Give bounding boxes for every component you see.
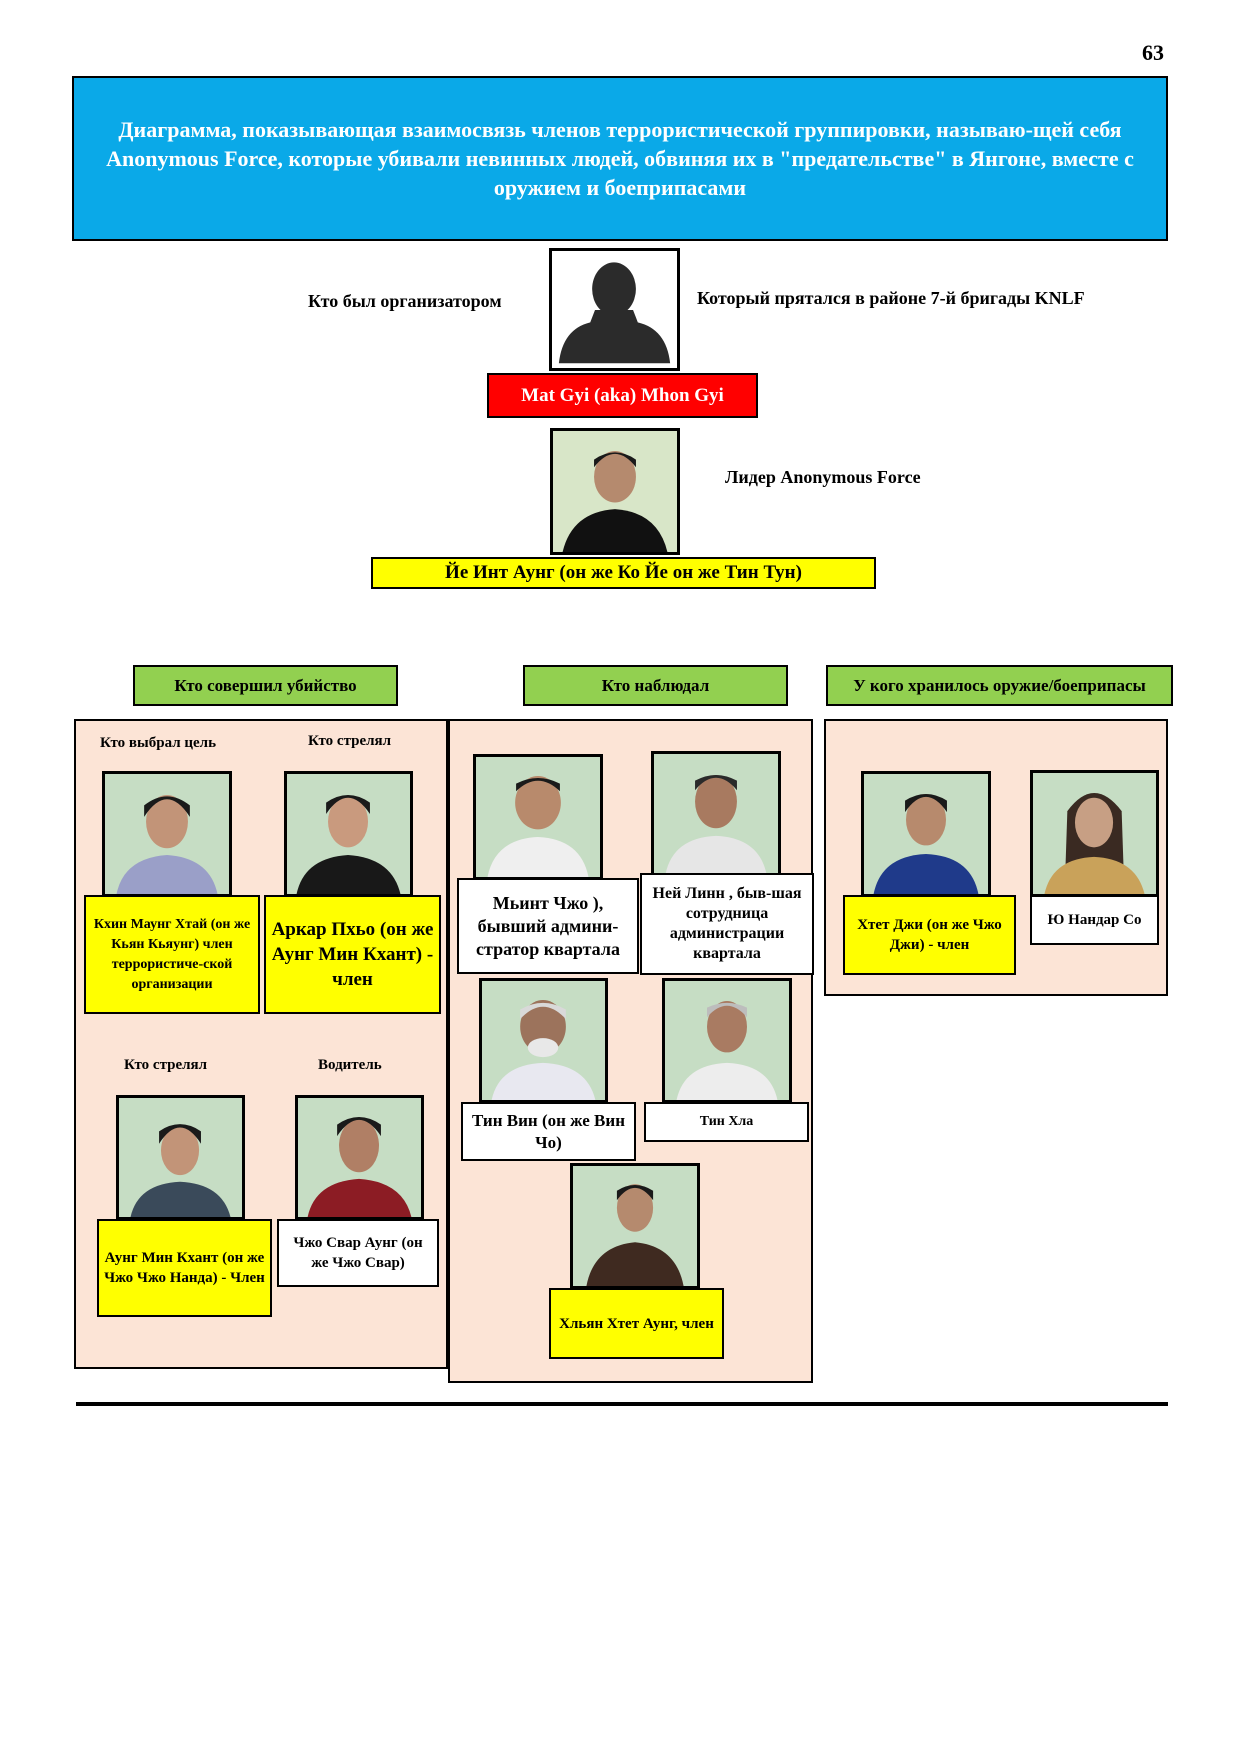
killer-4-name: Чжо Свар Аунг (он же Чжо Свар) (277, 1219, 439, 1287)
killer-2-photo (284, 771, 413, 897)
role-label-driver: Водитель (318, 1057, 382, 1073)
killer-3-photo (116, 1095, 245, 1220)
diagram-title: Диаграмма, показывающая взаимосвязь член… (72, 76, 1168, 241)
organizer-right-label: Который прятался в районе 7-й бригады KN… (697, 288, 1085, 308)
leader-role-label: Лидер Anonymous Force (725, 467, 921, 487)
organizer-name: Mat Gyi (aka) Mhon Gyi (487, 373, 758, 418)
watcher-4-name: Тин Хла (644, 1102, 809, 1142)
watcher-1-photo (473, 754, 603, 880)
organizer-left-label: Кто был организатором (308, 291, 502, 311)
group-header-killers: Кто совершил убийство (133, 665, 398, 706)
watcher-1-name: Мьинт Чжо ), бывший админи-стратор кварт… (457, 878, 639, 974)
organizer-silhouette-photo (549, 248, 680, 371)
killer-1-photo (102, 771, 232, 897)
role-label-shooter-2: Кто стрелял (124, 1057, 208, 1073)
weapons-1-photo (861, 771, 991, 897)
weapons-2-name: Ю Нандар Со (1030, 895, 1159, 945)
role-label-select-target: Кто выбрал цель (100, 735, 217, 751)
bottom-divider (76, 1402, 1168, 1406)
watcher-2-photo (651, 751, 781, 877)
killer-4-photo (295, 1095, 424, 1220)
role-label-shooter-1: Кто стрелял (308, 733, 392, 749)
watcher-4-photo (662, 978, 792, 1103)
watcher-5-name: Хльян Хтет Аунг, член (549, 1288, 724, 1359)
weapons-2-photo (1030, 770, 1159, 897)
diagram-title-text: Диаграмма, показывающая взаимосвязь член… (106, 117, 1134, 200)
killer-2-name: Аркар Пхьо (он же Аунг Мин Кхант) - член (264, 895, 441, 1014)
weapons-1-name: Хтет Джи (он же Чжо Джи) - член (843, 895, 1016, 975)
watcher-3-photo (479, 978, 608, 1103)
leader-name: Йе Инт Аунг (он же Ко Йе он же Тин Тун) (371, 557, 876, 589)
leader-photo (550, 428, 680, 555)
killer-3-name: Аунг Мин Кхант (он же Чжо Чжо Нанда) - Ч… (97, 1219, 272, 1317)
watcher-5-photo (570, 1163, 700, 1289)
watcher-2-name: Ней Линн , быв-шая сотрудница администра… (640, 873, 814, 975)
watcher-3-name: Тин Вин (он же Вин Чо) (461, 1102, 636, 1161)
page-number: 63 (1142, 40, 1164, 65)
person-silhouette-icon (558, 262, 671, 364)
killer-1-name: Кхин Маунг Хтай (он же Кьян Кьяунг) член… (84, 895, 260, 1014)
group-header-weapons: У кого хранилось оружие/боеприпасы (826, 665, 1173, 706)
group-header-watchers: Кто наблюдал (523, 665, 788, 706)
